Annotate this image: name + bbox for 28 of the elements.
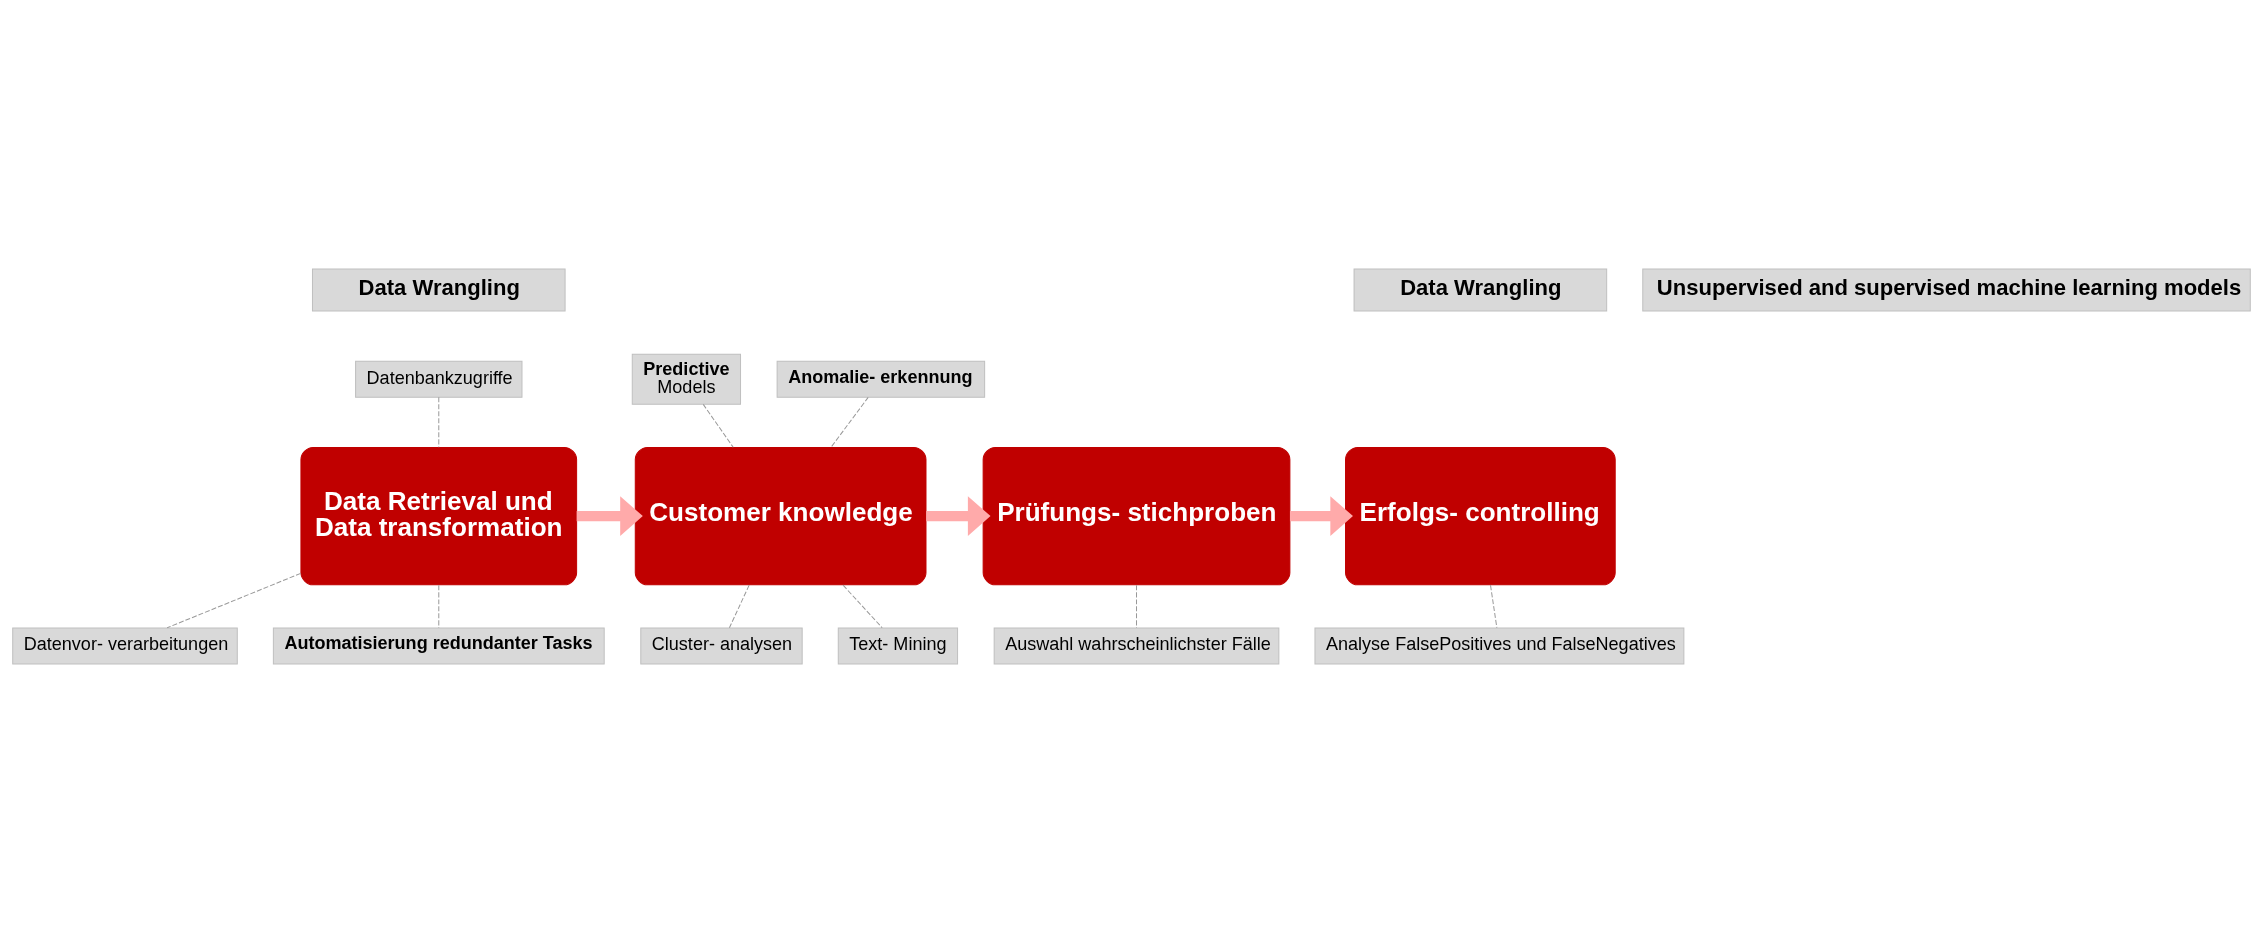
node-box: Auswahl wahrscheinlichster Fälle	[993, 627, 1280, 665]
arrow	[576, 496, 643, 536]
node-box: Analyse FalsePositives und FalseNegatives	[1314, 627, 1685, 665]
node-box: Automatisierung redundanter Tasks	[272, 627, 605, 665]
node-box: Data Wrangling	[1353, 268, 1608, 312]
connector	[438, 396, 440, 448]
arrow	[926, 496, 991, 536]
node-box: Data Retrieval und Data transformation	[300, 446, 578, 586]
node-box: Predictive Models	[631, 353, 742, 405]
connector	[166, 572, 302, 629]
node-box: Datenvor- verarbeitungen	[12, 627, 238, 665]
node-box: Data Wrangling	[311, 268, 566, 312]
connector	[842, 584, 883, 629]
connector	[728, 584, 750, 629]
connector	[1490, 584, 1498, 629]
connector	[830, 396, 869, 448]
node-box: Unsupervised and supervised machine learning models	[1642, 268, 2251, 312]
node-box: Customer knowledge	[634, 446, 927, 586]
arrow	[1289, 496, 1353, 536]
node-box: Erfolgs- controlling	[1345, 446, 1616, 586]
connector	[702, 403, 734, 448]
connector	[438, 584, 440, 629]
node-box: Cluster- analysen	[640, 627, 803, 665]
node-box: Prüfungs- stichproben	[982, 446, 1291, 586]
node-box: Anomalie- erkennung	[776, 360, 986, 398]
node-box: Text- Mining	[837, 627, 959, 665]
connector	[1136, 584, 1137, 629]
node-box: Datenbankzugriffe	[355, 360, 523, 398]
